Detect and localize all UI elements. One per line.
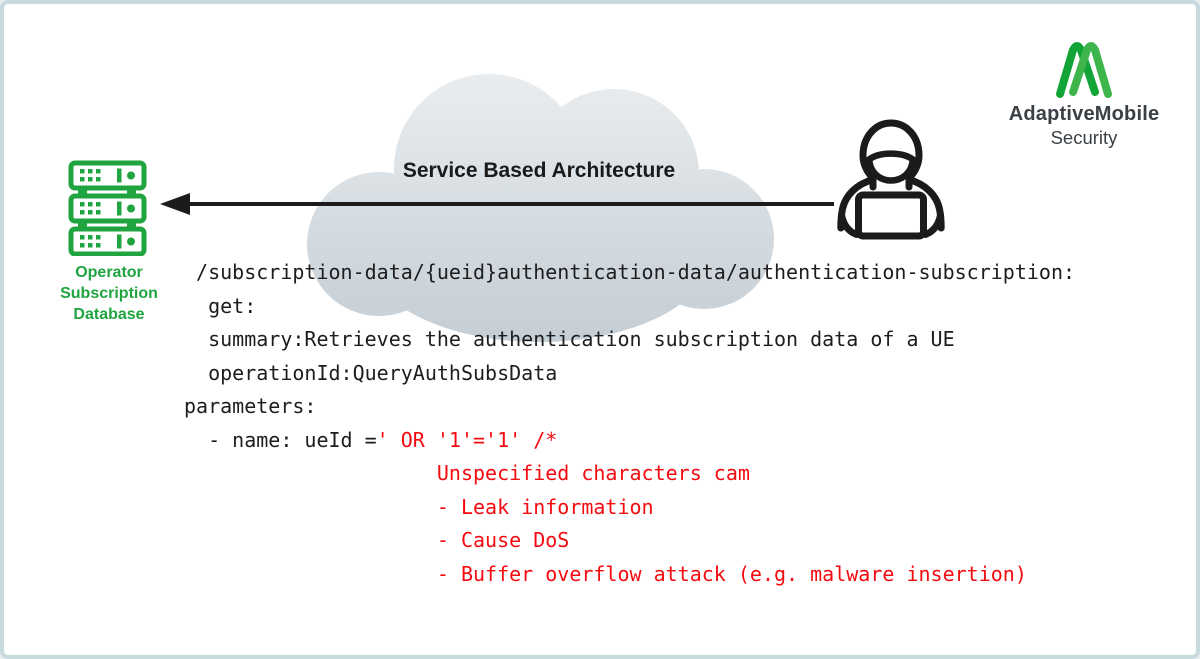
laptop — [855, 191, 927, 240]
code-attack-segment: - Cause DoS — [184, 528, 570, 552]
hood — [859, 119, 923, 191]
network-cloud-shape — [307, 74, 774, 342]
code-line: summary:Retrieves the authentication sub… — [184, 323, 1075, 357]
code-attack-segment: - Leak information — [184, 494, 654, 519]
code-segment: operationId:QueryAuthSubsData — [184, 360, 558, 385]
server-feet — [78, 186, 136, 230]
database-label-line: Database — [73, 306, 145, 323]
code-line: - name: ueId =' OR '1'='1' /* — [184, 424, 1075, 458]
database-label-line: Subscription — [60, 285, 158, 302]
cloud-puffs — [307, 74, 774, 342]
code-segment: /subscription-data/{ueid}authentication-… — [184, 260, 1076, 284]
service-based-architecture-label: Service Based Architecture — [402, 159, 676, 182]
attack-arrow-pointing-left — [160, 193, 834, 215]
code-segment: summary:Retrieves the authentication sub… — [184, 327, 955, 351]
code-line: operationId:QueryAuthSubsData — [184, 357, 1075, 391]
code-attack-segment: - Buffer overflow attack (e.g. malware i… — [184, 561, 1027, 586]
code-attack-segment: ' OR '1'='1' /* — [376, 427, 558, 452]
left-arm — [838, 211, 860, 238]
code-line: - Buffer overflow attack (e.g. malware i… — [184, 558, 1075, 592]
server-rack-icon — [68, 160, 147, 256]
right-arm — [922, 211, 944, 238]
code-line: Unspecified characters cam — [184, 457, 1075, 491]
database-label-line: Operator — [75, 264, 143, 281]
code-line: - Leak information — [184, 491, 1075, 525]
logo-company-name: AdaptiveMobile — [1008, 103, 1160, 125]
code-line: parameters: — [184, 390, 1075, 424]
api-code-block: /subscription-data/{ueid}authentication-… — [184, 256, 1075, 591]
hood-brim — [865, 150, 917, 164]
code-line: /subscription-data/{ueid}authentication-… — [184, 256, 1075, 290]
code-segment: - name: ueId = — [184, 427, 377, 452]
code-segment: parameters: — [184, 394, 317, 418]
code-segment: get: — [184, 293, 257, 318]
code-line: - Cause DoS — [184, 524, 1075, 558]
face — [866, 158, 916, 184]
database-label: Operator Subscription Database — [29, 262, 189, 325]
hooded-hacker-laptop-icon — [837, 119, 945, 240]
logo-division-name: Security — [1050, 127, 1118, 148]
code-attack-segment: Unspecified characters cam — [184, 461, 750, 485]
adaptivemobile-logo: AdaptiveMobile Security — [984, 40, 1184, 149]
arrowhead — [160, 193, 190, 215]
adaptivemobile-m-monogram-icon — [1056, 42, 1112, 98]
server-unit-details — [80, 168, 135, 249]
code-line: get: — [184, 290, 1075, 324]
